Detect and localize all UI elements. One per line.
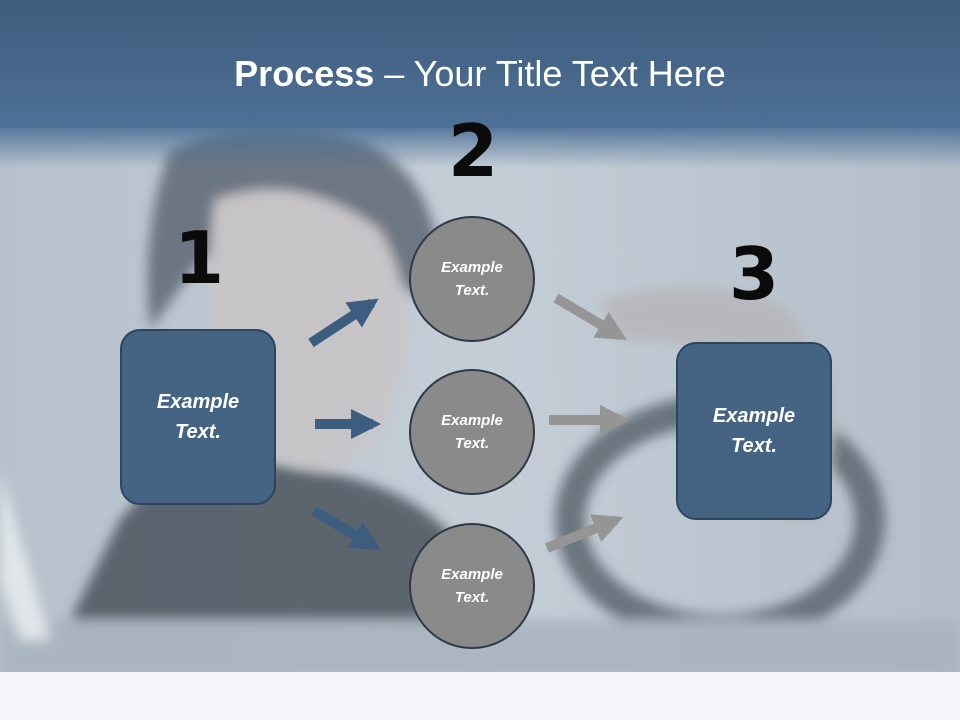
arrow-to-top-circle [308,298,379,348]
right-step-text: Example Text. [712,405,796,457]
title-bold: Process [234,53,375,94]
title-rest: – Your Title Text Here [374,53,726,94]
top-circle-text: Example Text. [441,259,503,299]
top-circle: Example Text. [409,216,535,342]
step-number-3: 3 [728,232,780,316]
left-step-text: Example Text. [156,391,240,443]
step-number-2: 2 [447,109,499,193]
step-number-1: 1 [173,216,225,300]
bottom-circle: Example Text. [409,523,535,649]
arrow-from-bottom-circle [545,514,624,553]
arrow-from-top-circle [553,293,627,341]
slide-title: Process – Your Title Text Here [0,52,960,96]
bottom-circle-text: Example Text. [441,566,503,606]
left-step-box: Example Text. [120,329,276,505]
middle-circle-text: Example Text. [441,412,503,452]
right-step-box: Example Text. [676,342,832,520]
middle-circle: Example Text. [409,369,535,495]
arrow-to-bottom-circle [311,506,381,551]
